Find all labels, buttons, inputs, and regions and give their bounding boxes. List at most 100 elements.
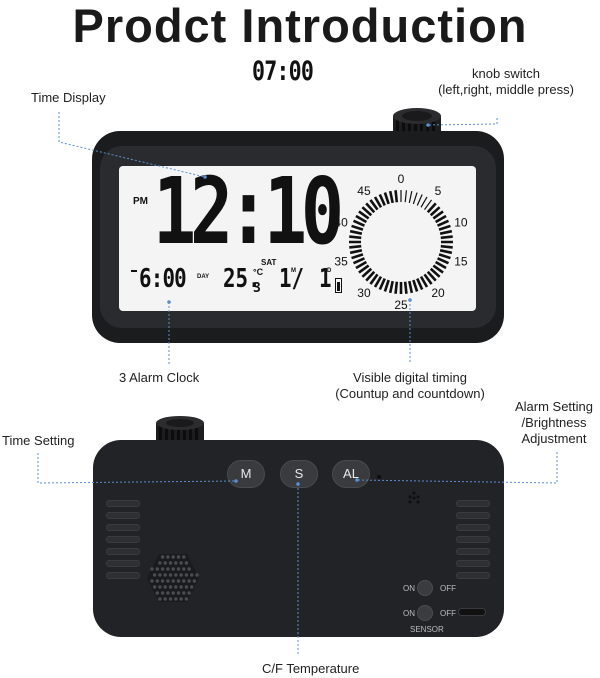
- switch1-on-label: ON: [403, 584, 415, 593]
- alarm-clock-label: 3 Alarm Clock: [119, 370, 200, 385]
- dial-tick: [352, 257, 365, 265]
- visible-timing-label: Visible digital timing (Countup and coun…: [320, 370, 500, 402]
- dial-tick: [365, 202, 376, 214]
- s-button[interactable]: S: [280, 460, 318, 488]
- visible-timing-label-line2: (Countup and countdown): [335, 386, 485, 401]
- alarm-indicator-icon: [131, 270, 137, 272]
- dial-tick: [437, 257, 450, 265]
- dial-tick: [440, 244, 453, 249]
- al-button[interactable]: AL: [332, 460, 370, 488]
- dial-tick: [394, 281, 399, 294]
- usb-port[interactable]: [458, 608, 486, 616]
- dial-tick: [439, 229, 453, 235]
- date-label: D: [327, 268, 332, 274]
- dial-tick: [434, 260, 447, 270]
- time-setting-label: Time Setting: [2, 433, 75, 448]
- dial-tick: [378, 278, 386, 291]
- dial-tick: [349, 249, 363, 255]
- alarm-time: 6:00: [139, 264, 187, 294]
- dial-number: 10: [454, 216, 468, 230]
- speaker-grille-icon: [147, 554, 199, 602]
- knob-switch-label-line2: (left,right, middle press): [438, 82, 574, 97]
- dial-tick: [388, 190, 394, 204]
- alarm-setting-label-line1: Alarm Setting: [514, 399, 594, 414]
- month: 1/: [279, 264, 305, 294]
- dial-tick: [378, 193, 386, 206]
- dial-tick: [352, 219, 365, 227]
- dial-tick: [408, 191, 413, 203]
- battery-icon: [335, 278, 342, 293]
- dial-tick: [416, 194, 423, 206]
- dial-tick: [412, 192, 418, 205]
- alarm-setting-label-line3: Adjustment: [521, 431, 587, 446]
- dial-tick: [416, 278, 424, 291]
- dial-tick: [403, 281, 408, 294]
- switch2-off-label: OFF: [440, 609, 456, 618]
- dial-tick: [349, 235, 362, 240]
- dial-tick: [404, 190, 408, 203]
- dial-number: 0: [398, 172, 405, 186]
- left-vents: [106, 500, 140, 584]
- dial-tick: [358, 210, 370, 220]
- indicator-dot: [377, 475, 381, 479]
- switch2-on-label: ON: [403, 609, 415, 618]
- right-vents: [456, 500, 490, 584]
- dial-number: 30: [357, 286, 371, 300]
- lcd-screen: PM 12:10 SAT 6:00 DAY 25. °C 3 1/ M 1 D …: [119, 166, 476, 311]
- dial-tick: [432, 210, 444, 220]
- dial-tick: [351, 253, 364, 260]
- dial-tick: [429, 267, 441, 278]
- dial-tick: [429, 206, 441, 217]
- knob-switch-back[interactable]: [152, 415, 208, 447]
- dial-tick: [423, 273, 433, 285]
- dial-tick: [426, 270, 437, 282]
- dial-tick: [351, 224, 364, 231]
- weekday: SAT: [261, 258, 277, 267]
- dial-tick: [373, 196, 383, 209]
- switch-1[interactable]: [417, 580, 433, 596]
- dial-number: 40: [334, 216, 348, 230]
- dial-tick: [439, 249, 453, 255]
- dial-tick: [408, 280, 414, 294]
- dial-tick: [388, 280, 394, 294]
- dial-number: 25: [394, 298, 408, 311]
- dial-tick: [361, 267, 373, 278]
- cf-temperature-label: C/F Temperature: [262, 661, 360, 676]
- switch1-off-label: OFF: [440, 584, 456, 593]
- sensor-label: SENSOR: [410, 625, 444, 634]
- dial-tick: [369, 273, 379, 285]
- dial-tick: [349, 229, 363, 235]
- alarm-setting-label: Alarm Setting /Brightness Adjustment: [508, 399, 600, 447]
- dial-tick: [394, 190, 399, 203]
- day-label: DAY: [197, 274, 210, 280]
- mic-holes-icon: [408, 491, 420, 504]
- dial-tick: [438, 253, 451, 260]
- dial-tick: [383, 192, 390, 205]
- temperature-decimal: 3: [253, 281, 261, 296]
- dial-number: 35: [334, 254, 348, 268]
- dial-tick: [437, 219, 450, 227]
- dial-tick: [426, 202, 437, 214]
- dial-tick: [369, 199, 379, 211]
- timer-display: 07:00: [252, 56, 314, 87]
- visible-timing-label-line1: Visible digital timing: [353, 370, 467, 385]
- alarm-setting-label-line2: /Brightness: [521, 415, 587, 430]
- dial-tick: [349, 244, 362, 249]
- pm-indicator: PM: [133, 196, 148, 207]
- m-button[interactable]: M: [227, 460, 265, 488]
- sensor-switch[interactable]: [417, 605, 433, 621]
- knob-switch-label: knob switch (left,right, middle press): [425, 66, 587, 98]
- page-title: Prodct Introduction: [72, 0, 528, 52]
- dial-tick: [365, 270, 376, 282]
- date: 1: [319, 264, 332, 294]
- main-time: 12:10: [153, 166, 344, 265]
- dial-tick: [440, 235, 453, 240]
- dial-tick: [361, 206, 373, 217]
- dial-tick: [438, 224, 451, 231]
- dial-tick: [432, 264, 444, 274]
- dial-tick: [420, 196, 428, 208]
- dial-number: 45: [357, 184, 371, 198]
- dial-tick: [373, 275, 383, 288]
- dial-tick: [383, 279, 390, 292]
